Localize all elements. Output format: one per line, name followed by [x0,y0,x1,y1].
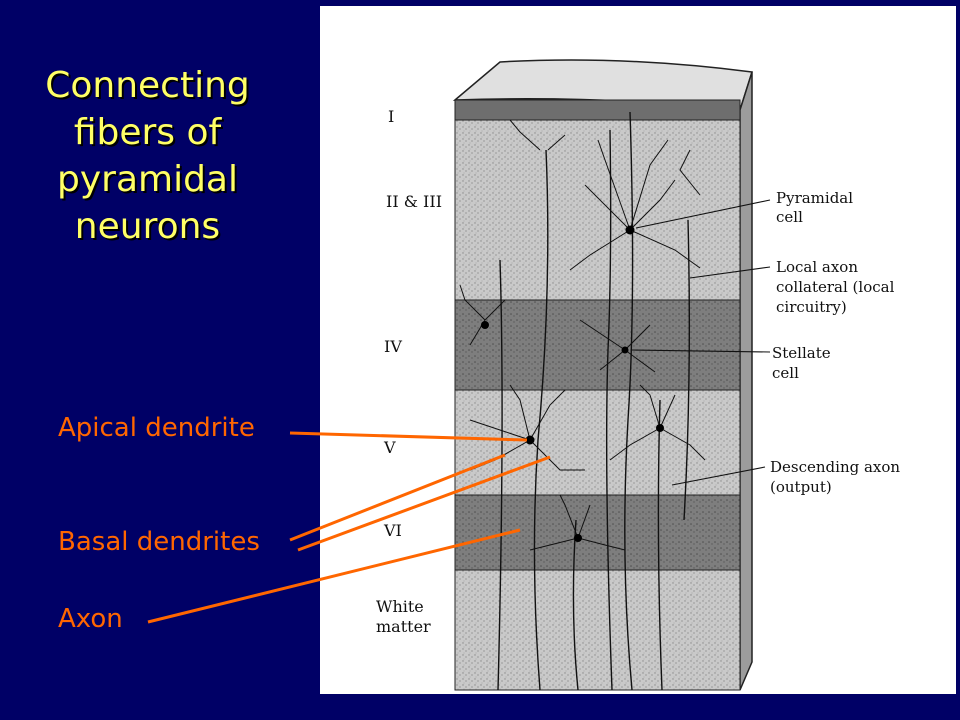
cortex-layers-diagram: I II & III IV V VI White matter Pyramida… [376,59,900,691]
layer-label-VI: VI [383,521,402,540]
descending-axon-label-2: (output) [770,478,832,496]
figure-panel: I II & III IV V VI White matter Pyramida… [320,6,956,694]
descending-axon-label-1: Descending axon [770,458,900,476]
layer-label-IV: IV [384,337,402,356]
local-axon-label-1: Local axon [776,258,858,276]
layer-label-white: White [376,597,424,616]
apical-dendrite-label: Apical dendrite [58,413,255,443]
slide-title: Connecting fibers of pyramidal neurons [45,65,250,247]
layer-label-matter: matter [376,617,431,636]
basal-dendrites-label: Basal dendrites [58,527,260,557]
axon-label: Axon [58,604,123,634]
layer-label-V: V [383,438,396,457]
layer-VI-band [454,494,741,571]
layer-I-band [454,99,741,121]
layer-label-II-III: II & III [386,192,442,211]
local-axon-label-2: collateral (local [776,278,895,296]
pyramidal-cell-label-2: cell [776,208,803,226]
layer-II-III-band [454,119,741,301]
layer-label-I: I [388,107,394,126]
layer-V-band [454,389,741,496]
local-axon-label-3: circuitry) [776,298,847,316]
cell-bodies [481,225,664,542]
stellate-cell-label-1: Stellate [772,344,831,362]
block-right-face [739,71,753,691]
layer-IV-band [454,299,741,391]
stellate-cell-label-2: cell [772,364,799,382]
white-matter-band [454,569,741,691]
pyramidal-cell-label-1: Pyramidal [776,189,853,207]
label-pointers [631,199,771,486]
